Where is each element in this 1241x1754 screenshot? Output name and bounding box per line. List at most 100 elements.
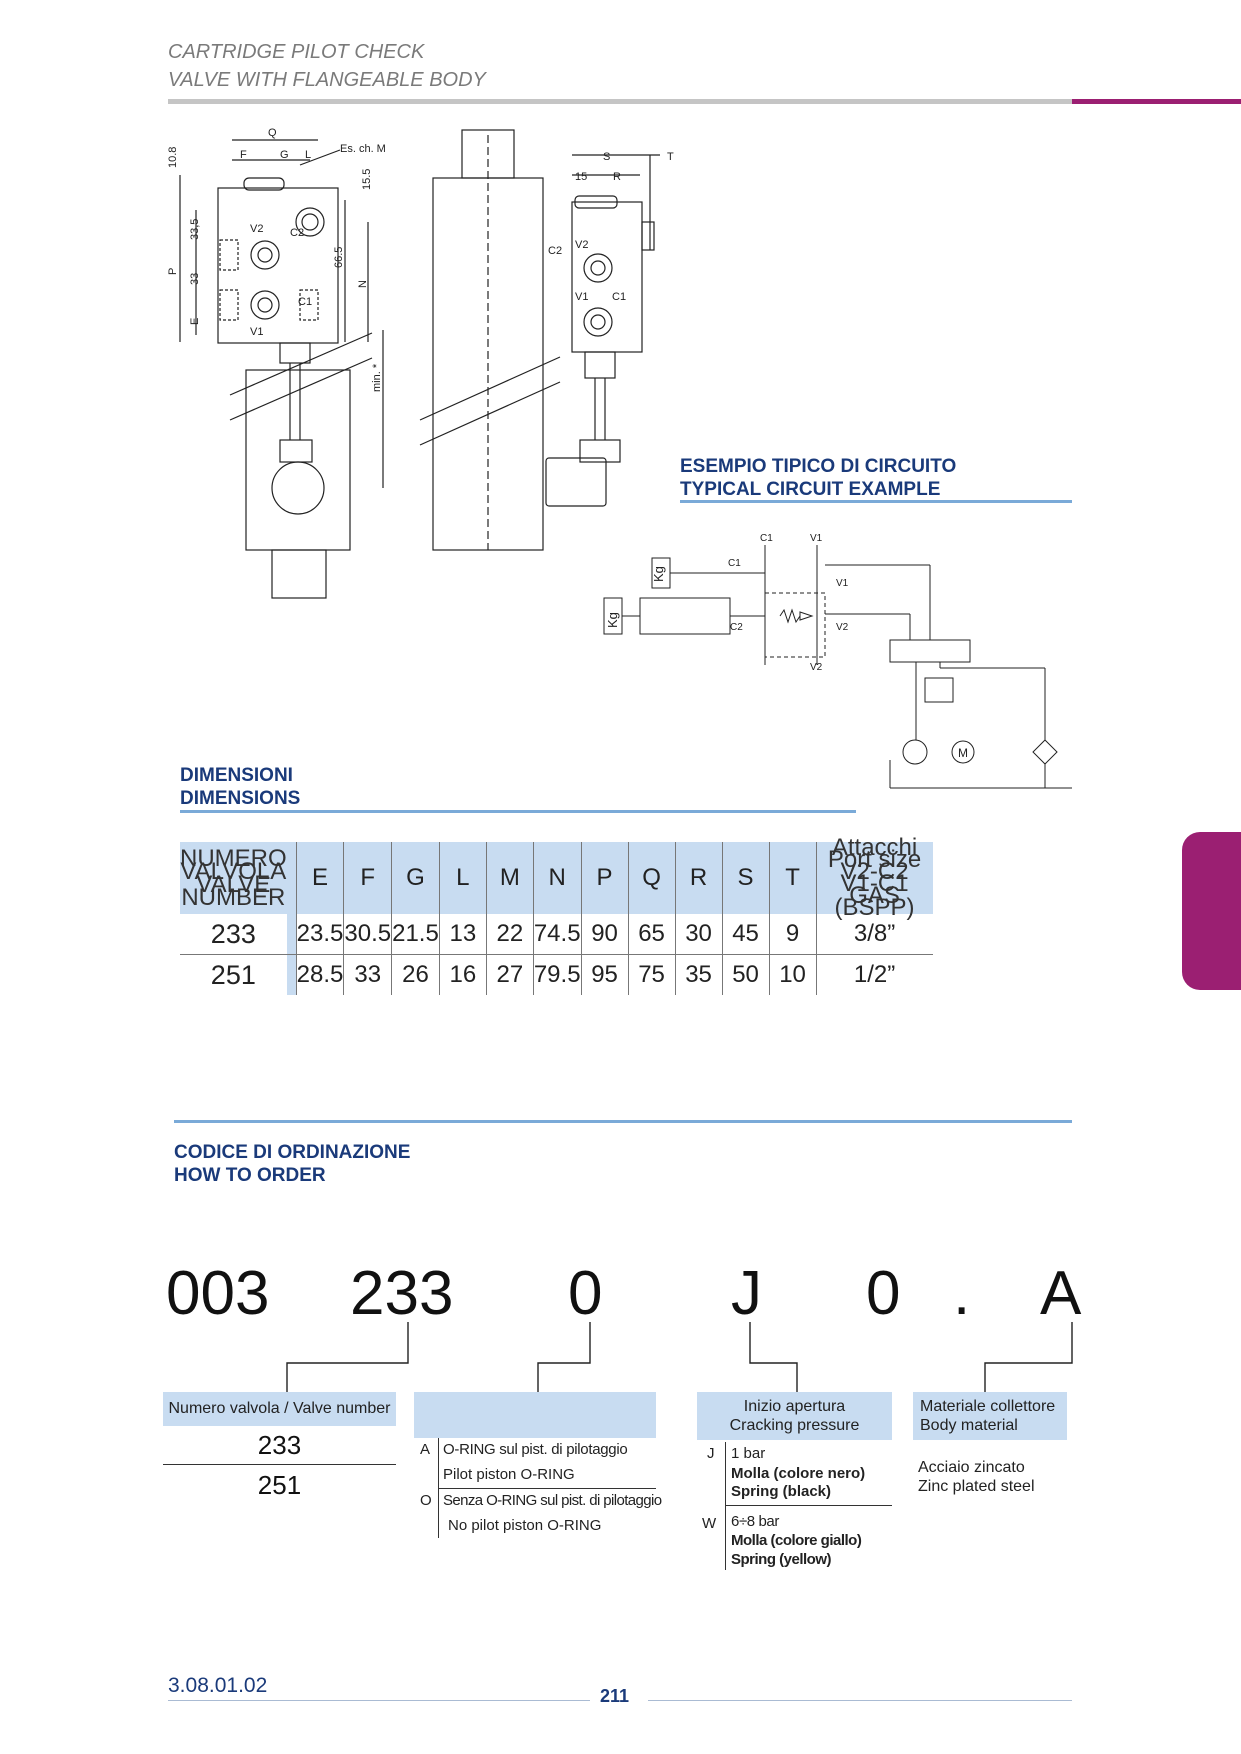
dim-label-g: G <box>280 149 289 161</box>
code-part-pressure: J <box>731 1259 762 1328</box>
circuit-title: ESEMPIO TIPICO DI CIRCUITO TYPICAL CIRCU… <box>680 455 956 501</box>
dim-label-66-5: 66.5 <box>333 247 345 268</box>
pressure-code-j: J <box>707 1445 715 1462</box>
cell-l: 13 <box>438 914 487 955</box>
header-line-1: CARTRIDGE PILOT CHECK <box>168 41 425 63</box>
oring-box-header <box>414 1392 656 1438</box>
dim-label-q: Q <box>268 127 277 139</box>
table-row: 251 28.5 33 26 16 27 79.5 95 75 35 50 10… <box>180 954 933 995</box>
cell-r: 35 <box>674 954 723 995</box>
code-part-material: A <box>1040 1259 1082 1328</box>
table-header-row: NUMERO VALVOLA VALVE NUMBER E F G L M N … <box>180 836 933 921</box>
port-size-header: Attacchi Port size V2-C2 V1-C1 GAS (BSPP… <box>815 836 933 921</box>
circuit-v2-right: V2 <box>836 622 849 633</box>
dim-label-f: F <box>240 149 247 161</box>
circuit-motor-m: M <box>958 746 968 760</box>
dim-label-m: Es. ch. M <box>340 143 386 155</box>
circuit-v2-bottom: V2 <box>810 662 823 673</box>
order-title-en: HOW TO ORDER <box>174 1165 326 1186</box>
col-header-t: T <box>768 842 817 914</box>
technical-drawing: Q F G L Es. ch. M 10.8 15.5 33,5 33 P E … <box>167 127 674 599</box>
order-title: CODICE DI ORDINAZIONE HOW TO ORDER <box>174 1141 410 1187</box>
dim-label-r: R <box>613 171 621 183</box>
port-label-c2-b: C2 <box>548 245 562 257</box>
code-connector-lines <box>286 1322 1073 1393</box>
dimensions-table: NUMERO VALVOLA VALVE NUMBER E F G L M N … <box>180 836 933 995</box>
circuit-title-en: TYPICAL CIRCUIT EXAMPLE <box>680 479 941 500</box>
cell-t: 9 <box>768 914 817 955</box>
valve-option-233: 233 <box>163 1426 396 1465</box>
material-box-header: Materiale collettore Body material <box>913 1392 1067 1440</box>
pressure-divider <box>725 1505 892 1506</box>
cell-f: 30.5 <box>343 914 392 955</box>
dim-label-15-5: 15.5 <box>361 169 373 190</box>
cell-p: 95 <box>580 954 629 995</box>
col-header-n: N <box>532 842 582 914</box>
pressure-option-w-value: 6÷8 bar <box>731 1513 779 1530</box>
catalog-code: 3.08.01.02 <box>168 1674 268 1697</box>
cell-e: 28.5 <box>295 954 344 995</box>
order-title-it: CODICE DI ORDINAZIONE <box>174 1142 411 1163</box>
cell-port-size: 1/2” <box>815 954 933 995</box>
oring-option-a-line1: O-RING sul pist. di pilotaggio <box>443 1441 628 1458</box>
column-gap <box>286 842 297 914</box>
col-header-m: M <box>485 842 534 914</box>
valve-number-header: NUMERO VALVOLA VALVE NUMBER <box>180 842 287 914</box>
oring-divider <box>438 1488 656 1489</box>
dim-label-t: T <box>667 151 674 163</box>
order-top-rule <box>174 1120 1072 1123</box>
material-header-it: Materiale collettore <box>920 1398 1056 1415</box>
dim-label-min: min. * <box>371 363 383 392</box>
code-part-valve: 233 <box>350 1259 454 1328</box>
oring-option-o-line1: Senza O-RING sul pist. di pilotaggio <box>443 1492 662 1509</box>
cell-n: 79.5 <box>532 954 582 995</box>
col-header-r: R <box>674 842 723 914</box>
port-label-v2-b: V2 <box>575 239 588 251</box>
cell-f: 33 <box>343 954 392 995</box>
port-label-c2-a: C2 <box>290 227 304 239</box>
circuit-c1-left: C1 <box>728 558 741 569</box>
cell-e: 23.5 <box>295 914 344 955</box>
pressure-option-j-line1: Molla (colore nero) <box>731 1465 866 1482</box>
header-accent-bar <box>1072 99 1241 104</box>
dimensions-title: DIMENSIONI DIMENSIONS <box>180 764 300 810</box>
code-part-dot: . <box>953 1259 971 1328</box>
page-number: 211 <box>600 1686 630 1706</box>
pressure-header-it: Inizio apertura <box>743 1398 846 1415</box>
section-side-tab <box>1182 832 1241 990</box>
cell-p: 90 <box>580 914 629 955</box>
valve-number-cell: 233 <box>180 914 287 955</box>
port-label-c1-a: C1 <box>298 296 312 308</box>
dim-label-s: S <box>603 151 610 163</box>
cell-q: 65 <box>627 914 676 955</box>
cell-s: 50 <box>721 954 770 995</box>
circuit-kg-upper: Kg <box>651 566 666 582</box>
pressure-code-w: W <box>702 1515 717 1532</box>
header-rule <box>168 99 1072 104</box>
valve-option-251: 251 <box>257 1470 302 1500</box>
cell-m: 22 <box>485 914 534 955</box>
cell-s: 45 <box>721 914 770 955</box>
port-header-line: GAS (BSPP) <box>834 882 915 921</box>
dimensions-title-it: DIMENSIONI <box>180 765 293 786</box>
circuit-title-it: ESEMPIO TIPICO DI CIRCUITO <box>680 456 957 477</box>
column-gap <box>286 954 297 995</box>
pressure-option-w-line1: Molla (colore giallo) <box>731 1532 862 1549</box>
oring-option-a-line2: Pilot piston O-RING <box>443 1466 575 1483</box>
material-option-en: Zinc plated steel <box>918 1478 1035 1495</box>
col-header-q: Q <box>627 842 676 914</box>
page-header: CARTRIDGE PILOT CHECK VALVE WITH FLANGEA… <box>168 38 486 94</box>
table-row: 233 23.5 30.5 21.5 13 22 74.5 90 65 30 4… <box>180 914 933 955</box>
column-gap <box>286 914 297 955</box>
circuit-c2-left: C2 <box>730 622 743 633</box>
oring-option-o-line2: No pilot piston O-RING <box>448 1517 602 1534</box>
circuit-v1-right: V1 <box>836 578 849 589</box>
col-header-p: P <box>580 842 629 914</box>
pressure-option-j-line2: Spring (black) <box>731 1483 832 1500</box>
cell-l: 16 <box>438 954 487 995</box>
dim-label-15: 15 <box>575 171 587 183</box>
valve-number-cell: 251 <box>210 959 256 990</box>
col-header-l: L <box>438 842 487 914</box>
port-label-c1-b: C1 <box>612 291 626 303</box>
dim-label-33: 33 <box>189 273 201 285</box>
